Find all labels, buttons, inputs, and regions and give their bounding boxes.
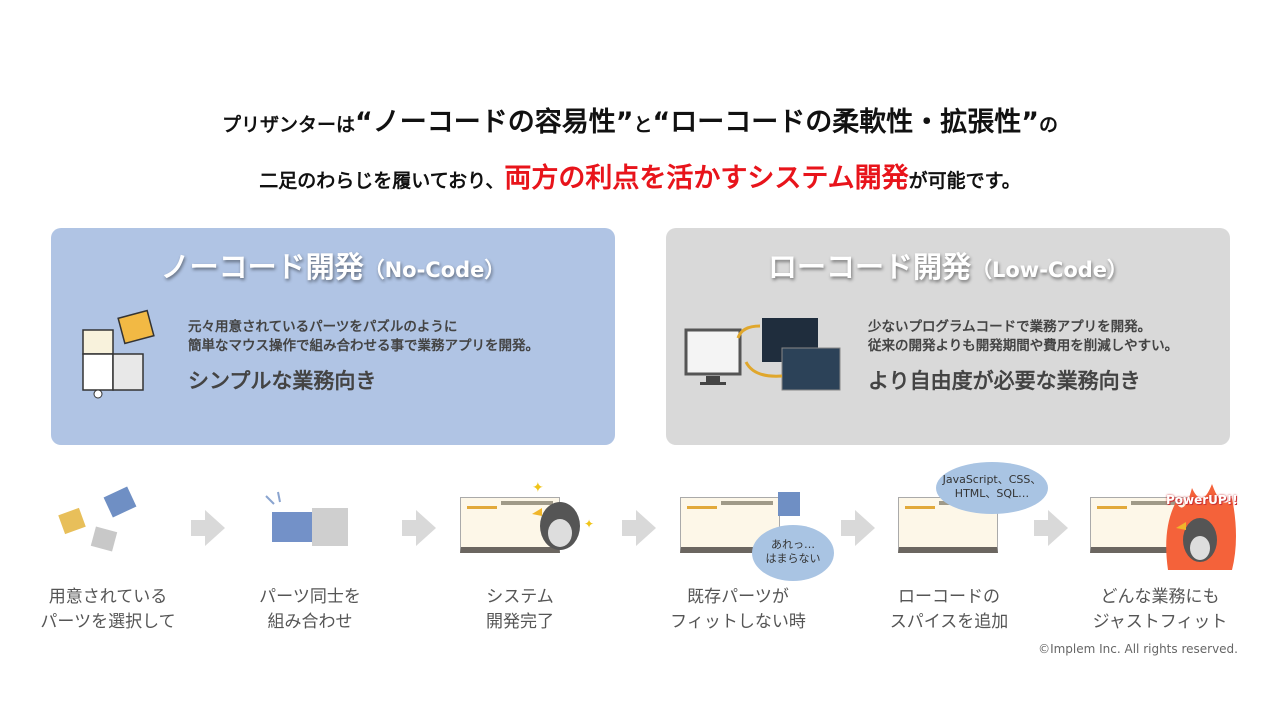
headline-emphasis: 両方の利点を活かすシステム開発	[504, 163, 909, 194]
headline-line-1: プリザンターは“ノーコードの容易性”と“ローコードの柔軟性・拡張性”の	[0, 100, 1280, 139]
headline-text: と	[633, 114, 653, 136]
nocode-tagline: シンプルな業務向き	[188, 369, 377, 393]
headline-lowcode: “ローコードの柔軟性・拡張性”	[652, 107, 1040, 138]
step-system-complete: システム開発完了	[486, 587, 554, 632]
headline-nocode: “ノーコードの容易性”	[354, 107, 634, 138]
copyright: ©Implem Inc. All rights reserved.	[1038, 642, 1238, 656]
scattered-puzzle-pieces-icon	[58, 486, 137, 552]
speech-bubble-code-languages: JavaScript、CSS、HTML、SQL…	[936, 462, 1048, 514]
headline-line-2: 二足のわらじを履いており、両方の利点を活かすシステム開発が可能です。	[0, 156, 1280, 195]
joined-puzzle-pieces-icon	[265, 491, 348, 546]
step-parts-dont-fit: 既存パーツがフィットしない時	[670, 587, 806, 632]
step-combine-parts: パーツ同士を組み合わせ	[259, 587, 361, 632]
nocode-title: ノーコード開発（No-Code）	[160, 250, 506, 284]
step-arrow	[622, 510, 656, 546]
step-arrow	[1034, 510, 1068, 546]
headline-text: の	[1039, 114, 1059, 136]
powerup-label: PowerUP!!	[1166, 493, 1238, 507]
step-select-parts: 用意されているパーツを選択して	[40, 587, 176, 632]
svg-text:✦: ✦	[584, 517, 594, 531]
puzzle-pieces-icon	[82, 309, 155, 399]
step-arrow	[841, 510, 875, 546]
step-add-lowcode: ローコードのスパイスを追加	[889, 587, 1009, 632]
mascot-bird-icon: ✦✦	[532, 480, 594, 550]
powered-up-mascot-icon	[1166, 484, 1236, 570]
step-arrow	[191, 510, 225, 546]
step-arrow	[402, 510, 436, 546]
nocode-panel: ノーコード開発（No-Code） 元々用意されているパーツをパズルのように簡単な…	[51, 228, 615, 445]
puzzle-piece-icon	[778, 492, 800, 516]
app-screen	[1090, 497, 1190, 553]
svg-text:✦: ✦	[532, 480, 544, 496]
headline-text: プリザンターは	[221, 114, 355, 136]
step-just-fit: どんな業務にもジャストフィット	[1092, 587, 1228, 632]
lowcode-title: ローコード開発（Low-Code）	[767, 250, 1129, 284]
lowcode-panel: ローコード開発（Low-Code） 少ないプログラムコードで業務アプリを開発。従…	[666, 228, 1230, 445]
speech-bubble-doesnt-fit: あれっ…はまらない	[752, 525, 834, 581]
lowcode-description: 少ないプログラムコードで業務アプリを開発。従来の開発よりも開発期間や費用を削減し…	[868, 319, 1179, 354]
nocode-description: 元々用意されているパーツをパズルのように簡単なマウス操作で組み合わせる事で業務ア…	[188, 319, 539, 354]
headline-text: 二足のわらじを履いており、	[259, 170, 505, 192]
code-and-monitor-icon	[684, 318, 841, 391]
headline-text: が可能です。	[908, 170, 1021, 192]
lowcode-tagline: より自由度が必要な業務向き	[868, 369, 1141, 393]
